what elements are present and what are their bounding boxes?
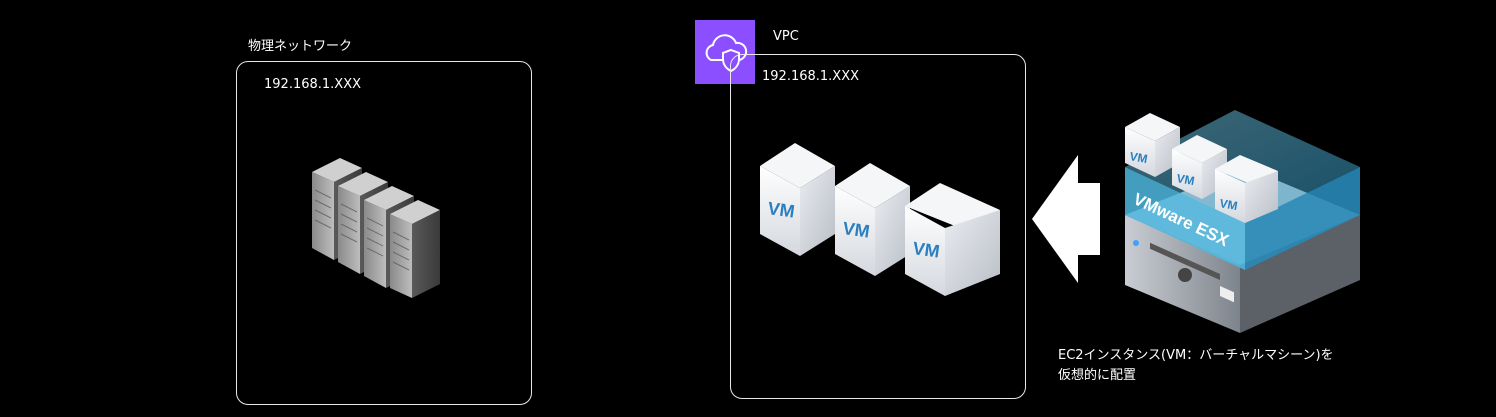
esx-vm-label-3: VM [1218, 196, 1238, 213]
server-rack-icon [312, 158, 440, 298]
vmware-esx-host-icon: VMware ESX VM VM VM [1125, 110, 1360, 333]
vpc-vm-label-2: VM [841, 218, 871, 242]
vpc-vm-cube-2: VM [835, 163, 910, 276]
esx-caption-line2: 仮想的に配置 [1058, 368, 1137, 383]
physical-network-title: 物理ネットワーク [248, 39, 353, 54]
vpc-box [730, 54, 1026, 399]
esx-vm-cube-2: VM [1172, 135, 1227, 199]
esx-chassis-side [1240, 215, 1360, 333]
left-arrow-icon [1032, 155, 1100, 283]
vpc-vm-cube-3: VM [905, 183, 1000, 296]
esx-vm-cube-3: VM [1215, 155, 1278, 223]
vpc-cidr: 192.168.1.XXX [762, 69, 860, 84]
vpc-vm-cube-1: VM [760, 143, 835, 256]
physical-network-cidr: 192.168.1.XXX [264, 77, 362, 92]
server-unit-4 [390, 200, 440, 298]
esx-vm-label-1: VM [1128, 149, 1148, 166]
esx-vm-label-2: VM [1175, 171, 1195, 188]
vpc-vm-label-3: VM [911, 238, 941, 262]
vpc-vm-label-1: VM [766, 198, 796, 222]
vpc-vm-cubes: VM VM VM [760, 143, 1000, 296]
esx-vm-cube-1: VM [1125, 113, 1180, 177]
vpc-title: VPC [773, 29, 799, 44]
esx-glass-front [1125, 167, 1245, 270]
esx-caption-line1: EC2インスタンス(VM：バーチャルマシーン)を [1058, 348, 1334, 363]
physical-network-box [236, 61, 532, 405]
